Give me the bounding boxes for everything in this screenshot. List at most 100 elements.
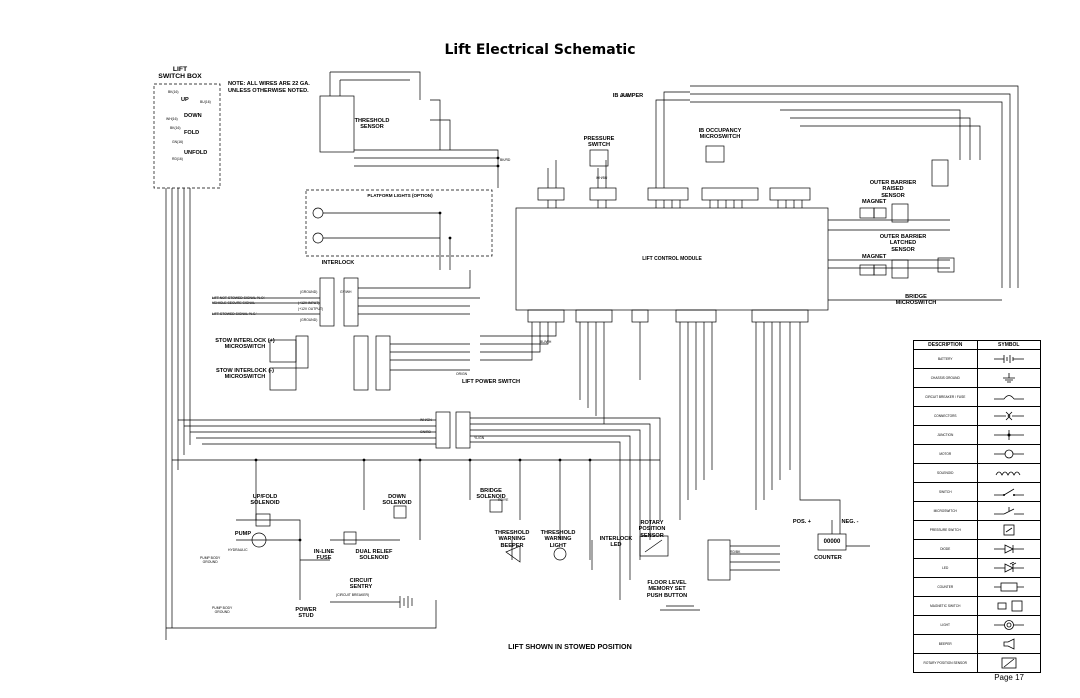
wire-gauge-note: NOTE: ALL WIRES ARE 22 GA. UNLESS OTHERW… <box>228 81 310 94</box>
microswitch-icon <box>993 506 1024 515</box>
pressure-switch-l2: SWITCH <box>587 142 611 149</box>
counter-label: COUNTER <box>814 555 842 561</box>
circuit-breaker-icon <box>993 394 1024 400</box>
legend-row-circuit-breaker: CIRCUIT BREAKER / FUSE <box>913 387 978 407</box>
page-title: Lift Electrical Schematic <box>444 42 636 58</box>
switch-pos-fold: FOLD <box>184 130 200 136</box>
pbg2-l2: GROUND <box>214 610 230 614</box>
stow-pos-l2: MICROSWITCH <box>224 344 266 351</box>
legend-row-chassis-ground: CHASSIS GROUND <box>913 368 978 388</box>
stow-pos-l1: STOW INTERLOCK (+) <box>215 338 275 344</box>
stow-interlock-pos-label: STOW INTERLOCK (+) MICROSWITCH <box>210 338 280 351</box>
legend-header-symbol: SYMBOL <box>976 340 1041 350</box>
threshold-sensor-l1: THRESHOLD <box>354 118 390 124</box>
wire-code-9: YL/GN <box>474 436 485 440</box>
solenoid-icon <box>995 471 1021 476</box>
switch-pos-up: UP <box>181 97 189 103</box>
circuit-breaker-note: (CIRCUIT BREAKER) <box>336 593 370 597</box>
wire-code-11: RD/YE <box>498 498 509 502</box>
beeper-l3: BEEPER <box>500 542 524 549</box>
light-l1: THRESHOLD <box>540 530 576 536</box>
switch-wire-4: GN(16) <box>172 140 184 144</box>
pump-body-ground-label-2: PUMP BODY GROUND <box>212 606 232 614</box>
lift-power-switch-label: LIFT POWER SWITCH <box>461 379 521 385</box>
floor-l3: PUSH BUTTON <box>646 592 688 599</box>
interlock-pin-2: VEHICLE SECURE SIGNAL <box>212 301 255 305</box>
down-solenoid-label: DOWN SOLENOID <box>372 494 422 507</box>
wire-code-8: GN/RD <box>420 430 431 434</box>
interlock-label: INTERLOCK <box>321 260 355 266</box>
magnetic-switch-icon <box>997 600 1023 612</box>
interlock-pin-label-4: (GROUND) <box>300 318 318 322</box>
magnet-label-1: MAGNET <box>862 199 887 205</box>
floor-level-button-label: FLOOR LEVEL MEMORY SET PUSH BUTTON <box>630 580 704 599</box>
threshold-sensor-l2: SENSOR <box>360 124 384 131</box>
switch-pos-down: DOWN <box>184 113 202 119</box>
pressure-switch-label: PRESSURE SWITCH <box>574 136 624 149</box>
note-line1: NOTE: ALL WIRES ARE 22 GA. <box>228 81 310 87</box>
pump-label: PUMP <box>234 531 252 537</box>
in-line-fuse-label: IN-LINE FUSE <box>306 549 342 562</box>
beeper-l1: THRESHOLD <box>494 530 530 536</box>
led-icon <box>993 561 1024 573</box>
connector-icon <box>993 411 1024 421</box>
lift-control-module-label: LIFT CONTROL MODULE <box>642 256 702 262</box>
floor-l2: MEMORY SET <box>648 586 686 593</box>
interlock-pin-3: LIFT STOWED SIGNAL 'N.C.' <box>212 312 257 316</box>
floor-l1: FLOOR LEVEL <box>647 580 687 586</box>
ob-raised-l3: SENSOR <box>881 192 905 199</box>
ground-icon <box>1002 372 1015 383</box>
dual-relief-solenoid-label: DUAL RELIEF SOLENOID <box>346 549 402 562</box>
symbol-legend: DESCRIPTION SYMBOL BATTERY CHASSIS GROUN… <box>913 340 1041 673</box>
beeper-l2: WARNING <box>498 536 526 543</box>
threshold-sensor-box <box>319 95 355 153</box>
note-line2: UNLESS OTHERWISE NOTED. <box>228 87 309 94</box>
legend-row-solenoid: SOLENOID <box>913 463 978 483</box>
bridge-sol-l1: BRIDGE <box>480 488 502 494</box>
switch-box-title-line1: LIFT <box>172 66 188 73</box>
stow-neg-l2: MICROSWITCH <box>224 374 266 381</box>
stow-neg-l1: STOW INTERLOCK (-) <box>215 368 274 374</box>
power-stud-label: POWER STUD <box>286 607 326 620</box>
interlock-pin-label-2: (+12V INPUT) <box>298 301 320 305</box>
rotary-sensor-icon <box>1001 657 1017 669</box>
legend-row-connectors: CONNECTORS <box>913 406 978 426</box>
wire-code-3: WH/BU <box>596 176 608 180</box>
stow-interlock-neg-label: STOW INTERLOCK (-) MICROSWITCH <box>210 368 280 381</box>
motor-icon <box>993 449 1024 459</box>
switch-icon <box>993 488 1024 496</box>
ob-raised-l2: RAISED <box>882 186 904 193</box>
switch-wire-1: BK(16) <box>168 90 179 94</box>
rotary-l1: ROTARY <box>640 520 664 526</box>
legend-row-switch: SWITCH <box>913 482 978 502</box>
legend-row-pressure-switch: PRESSURE SWITCH <box>913 520 978 540</box>
ob-raised-l1: OUTER BARRIER <box>869 180 917 186</box>
down-sol-l1: DOWN <box>388 494 406 500</box>
switch-wire-3: BK(16) <box>170 126 181 130</box>
light-icon <box>993 619 1024 630</box>
legend-header-description: DESCRIPTION <box>913 340 978 350</box>
threshold-sensor-label: THRESHOLD SENSOR <box>344 118 400 131</box>
legend-row-magnetic-switch: MAGNETIC SWITCH <box>913 596 978 616</box>
bridge-solenoid-label: BRIDGE SOLENOID <box>466 488 516 501</box>
legend-row-battery: BATTERY <box>913 349 978 369</box>
legend-row-beeper: BEEPER <box>913 634 978 654</box>
hydraulic-label: HYDRAULIC <box>228 548 248 552</box>
rotary-sensor-label: ROTARY POSITION SENSOR <box>630 520 674 539</box>
pump-body-ground-label: PUMP BODY GROUND <box>200 556 220 564</box>
stud-l2: STUD <box>298 613 314 620</box>
stowed-position-caption: LIFT SHOWN IN STOWED POSITION <box>508 642 632 651</box>
counter-pos-label: POS. + <box>792 519 812 525</box>
pbg-l2: GROUND <box>202 560 218 564</box>
outer-barrier-raised-label: OUTER BARRIER RAISED SENSOR <box>858 180 928 199</box>
bridge-sol-l2: SOLENOID <box>476 494 506 501</box>
up-fold-solenoid-label: UP/FOLD SOLENOID <box>240 494 290 507</box>
interlock-pin-label-1: (GROUND) <box>300 290 318 294</box>
interlock-led-label: INTERLOCK LED <box>594 536 638 549</box>
counter-neg-label: NEG. - <box>841 519 859 525</box>
legend-row-rotary-sensor: ROTARY POSITION SENSOR <box>913 653 978 673</box>
outer-barrier-latched-label: OUTER BARRIER LATCHED SENSOR <box>866 234 940 253</box>
legend-row-diode: DIODE <box>913 539 978 559</box>
rotary-sensor-box <box>639 535 669 557</box>
